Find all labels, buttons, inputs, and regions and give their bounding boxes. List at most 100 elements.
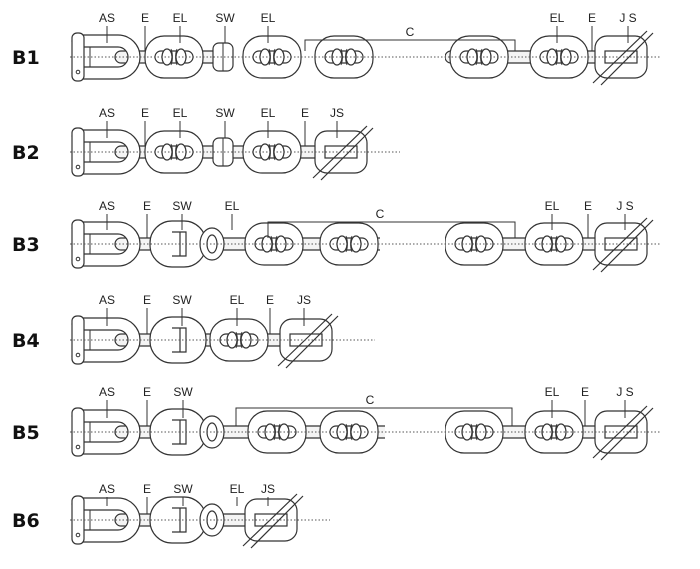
config-row-b4: B4 AS E SW EL E JS bbox=[12, 293, 375, 369]
common-links-bracket bbox=[304, 39, 516, 51]
part-label-el: EL bbox=[550, 11, 565, 25]
part-label-el: EL bbox=[173, 11, 188, 25]
taper-pin-line bbox=[320, 127, 374, 181]
common-links-bracket bbox=[235, 407, 513, 426]
taper-pin-line bbox=[600, 407, 654, 461]
common-link-inner bbox=[329, 237, 369, 251]
taper-pin-line bbox=[285, 315, 339, 369]
enlarged-link-inner bbox=[252, 50, 292, 64]
stud-left bbox=[259, 143, 271, 161]
part-label-js: JS bbox=[261, 482, 275, 496]
part-label-e: E bbox=[143, 482, 151, 496]
part-label-e: E bbox=[143, 199, 151, 213]
config-row-b6: B6 AS E SW EL JS bbox=[12, 482, 330, 549]
stud-left bbox=[161, 48, 173, 66]
part-label-el: EL bbox=[225, 199, 240, 213]
part-label-js: J S bbox=[619, 11, 636, 25]
stud-bar bbox=[235, 331, 243, 349]
part-label-js: JS bbox=[297, 293, 311, 307]
part-label-sw: SW bbox=[173, 482, 193, 496]
swivel-link bbox=[149, 316, 207, 364]
part-label-e: E bbox=[141, 11, 149, 25]
part-label-e: E bbox=[143, 385, 151, 399]
stud-right bbox=[273, 48, 285, 66]
pin-hole bbox=[75, 69, 81, 75]
part-label-sw: SW bbox=[172, 293, 192, 307]
chain-gap bbox=[380, 236, 445, 252]
part-label-c: C bbox=[406, 25, 415, 39]
part-label-e: E bbox=[143, 293, 151, 307]
part-label-e: E bbox=[588, 11, 596, 25]
part-label-c: C bbox=[376, 207, 385, 221]
part-label-as: AS bbox=[99, 199, 115, 213]
end-link-hole bbox=[206, 422, 218, 442]
enlarged-link-inner bbox=[154, 145, 194, 159]
stud-left bbox=[546, 48, 558, 66]
stud-left bbox=[336, 235, 348, 253]
part-label-as: AS bbox=[99, 385, 115, 399]
row-label: B5 bbox=[12, 422, 40, 444]
stud-right bbox=[175, 48, 187, 66]
row-label: B2 bbox=[12, 142, 40, 164]
chain-gap bbox=[380, 49, 445, 65]
part-label-el: EL bbox=[545, 385, 560, 399]
part-label-as: AS bbox=[99, 11, 115, 25]
taper-pin-line bbox=[250, 495, 304, 549]
part-label-js: J S bbox=[616, 385, 633, 399]
row-label: B3 bbox=[12, 234, 40, 256]
stud-left bbox=[161, 143, 173, 161]
stud-left bbox=[336, 423, 348, 441]
common-link-inner bbox=[329, 425, 369, 439]
part-label-el: EL bbox=[230, 482, 245, 496]
pin-hole bbox=[75, 444, 81, 450]
part-label-el: EL bbox=[173, 106, 188, 120]
enlarged-link-inner bbox=[539, 50, 579, 64]
stud-bar bbox=[273, 423, 281, 441]
stud-bar bbox=[550, 235, 558, 253]
taper-pin-line bbox=[600, 219, 654, 273]
pin-hole bbox=[75, 164, 81, 170]
stud-bar bbox=[270, 235, 278, 253]
stud-right bbox=[480, 48, 492, 66]
enlarged-link-inner bbox=[154, 50, 194, 64]
row-label: B6 bbox=[12, 510, 40, 532]
stud-right bbox=[350, 235, 362, 253]
stud-bar bbox=[340, 48, 348, 66]
config-row-b3: B3 AS E SW EL C EL E J S bbox=[12, 199, 660, 273]
part-label-js: JS bbox=[330, 106, 344, 120]
row-label: B4 bbox=[12, 330, 40, 352]
pin-hole bbox=[75, 256, 81, 262]
part-label-js: J S bbox=[616, 199, 633, 213]
part-label-sw: SW bbox=[173, 385, 193, 399]
stud-right bbox=[560, 48, 572, 66]
stud-left bbox=[466, 48, 478, 66]
part-label-el: EL bbox=[230, 293, 245, 307]
end-link-hole bbox=[206, 510, 218, 530]
part-label-el: EL bbox=[545, 199, 560, 213]
stud-right bbox=[273, 143, 285, 161]
part-label-sw: SW bbox=[215, 11, 235, 25]
part-label-sw: SW bbox=[215, 106, 235, 120]
end-link-hole bbox=[206, 234, 218, 254]
part-label-e: E bbox=[141, 106, 149, 120]
part-label-e: E bbox=[266, 293, 274, 307]
part-label-e: E bbox=[584, 199, 592, 213]
stud-right bbox=[175, 143, 187, 161]
stud-right bbox=[350, 423, 362, 441]
part-label-sw: SW bbox=[172, 199, 192, 213]
part-label-e: E bbox=[301, 106, 309, 120]
enlarged-link-inner bbox=[252, 145, 292, 159]
taper-pin-line bbox=[600, 32, 654, 86]
pin-hole bbox=[75, 532, 81, 538]
part-label-as: AS bbox=[99, 482, 115, 496]
part-label-c: C bbox=[366, 393, 375, 407]
common-links-bracket bbox=[267, 221, 516, 238]
pin-hole bbox=[75, 352, 81, 358]
part-label-el: EL bbox=[261, 11, 276, 25]
part-label-as: AS bbox=[99, 293, 115, 307]
